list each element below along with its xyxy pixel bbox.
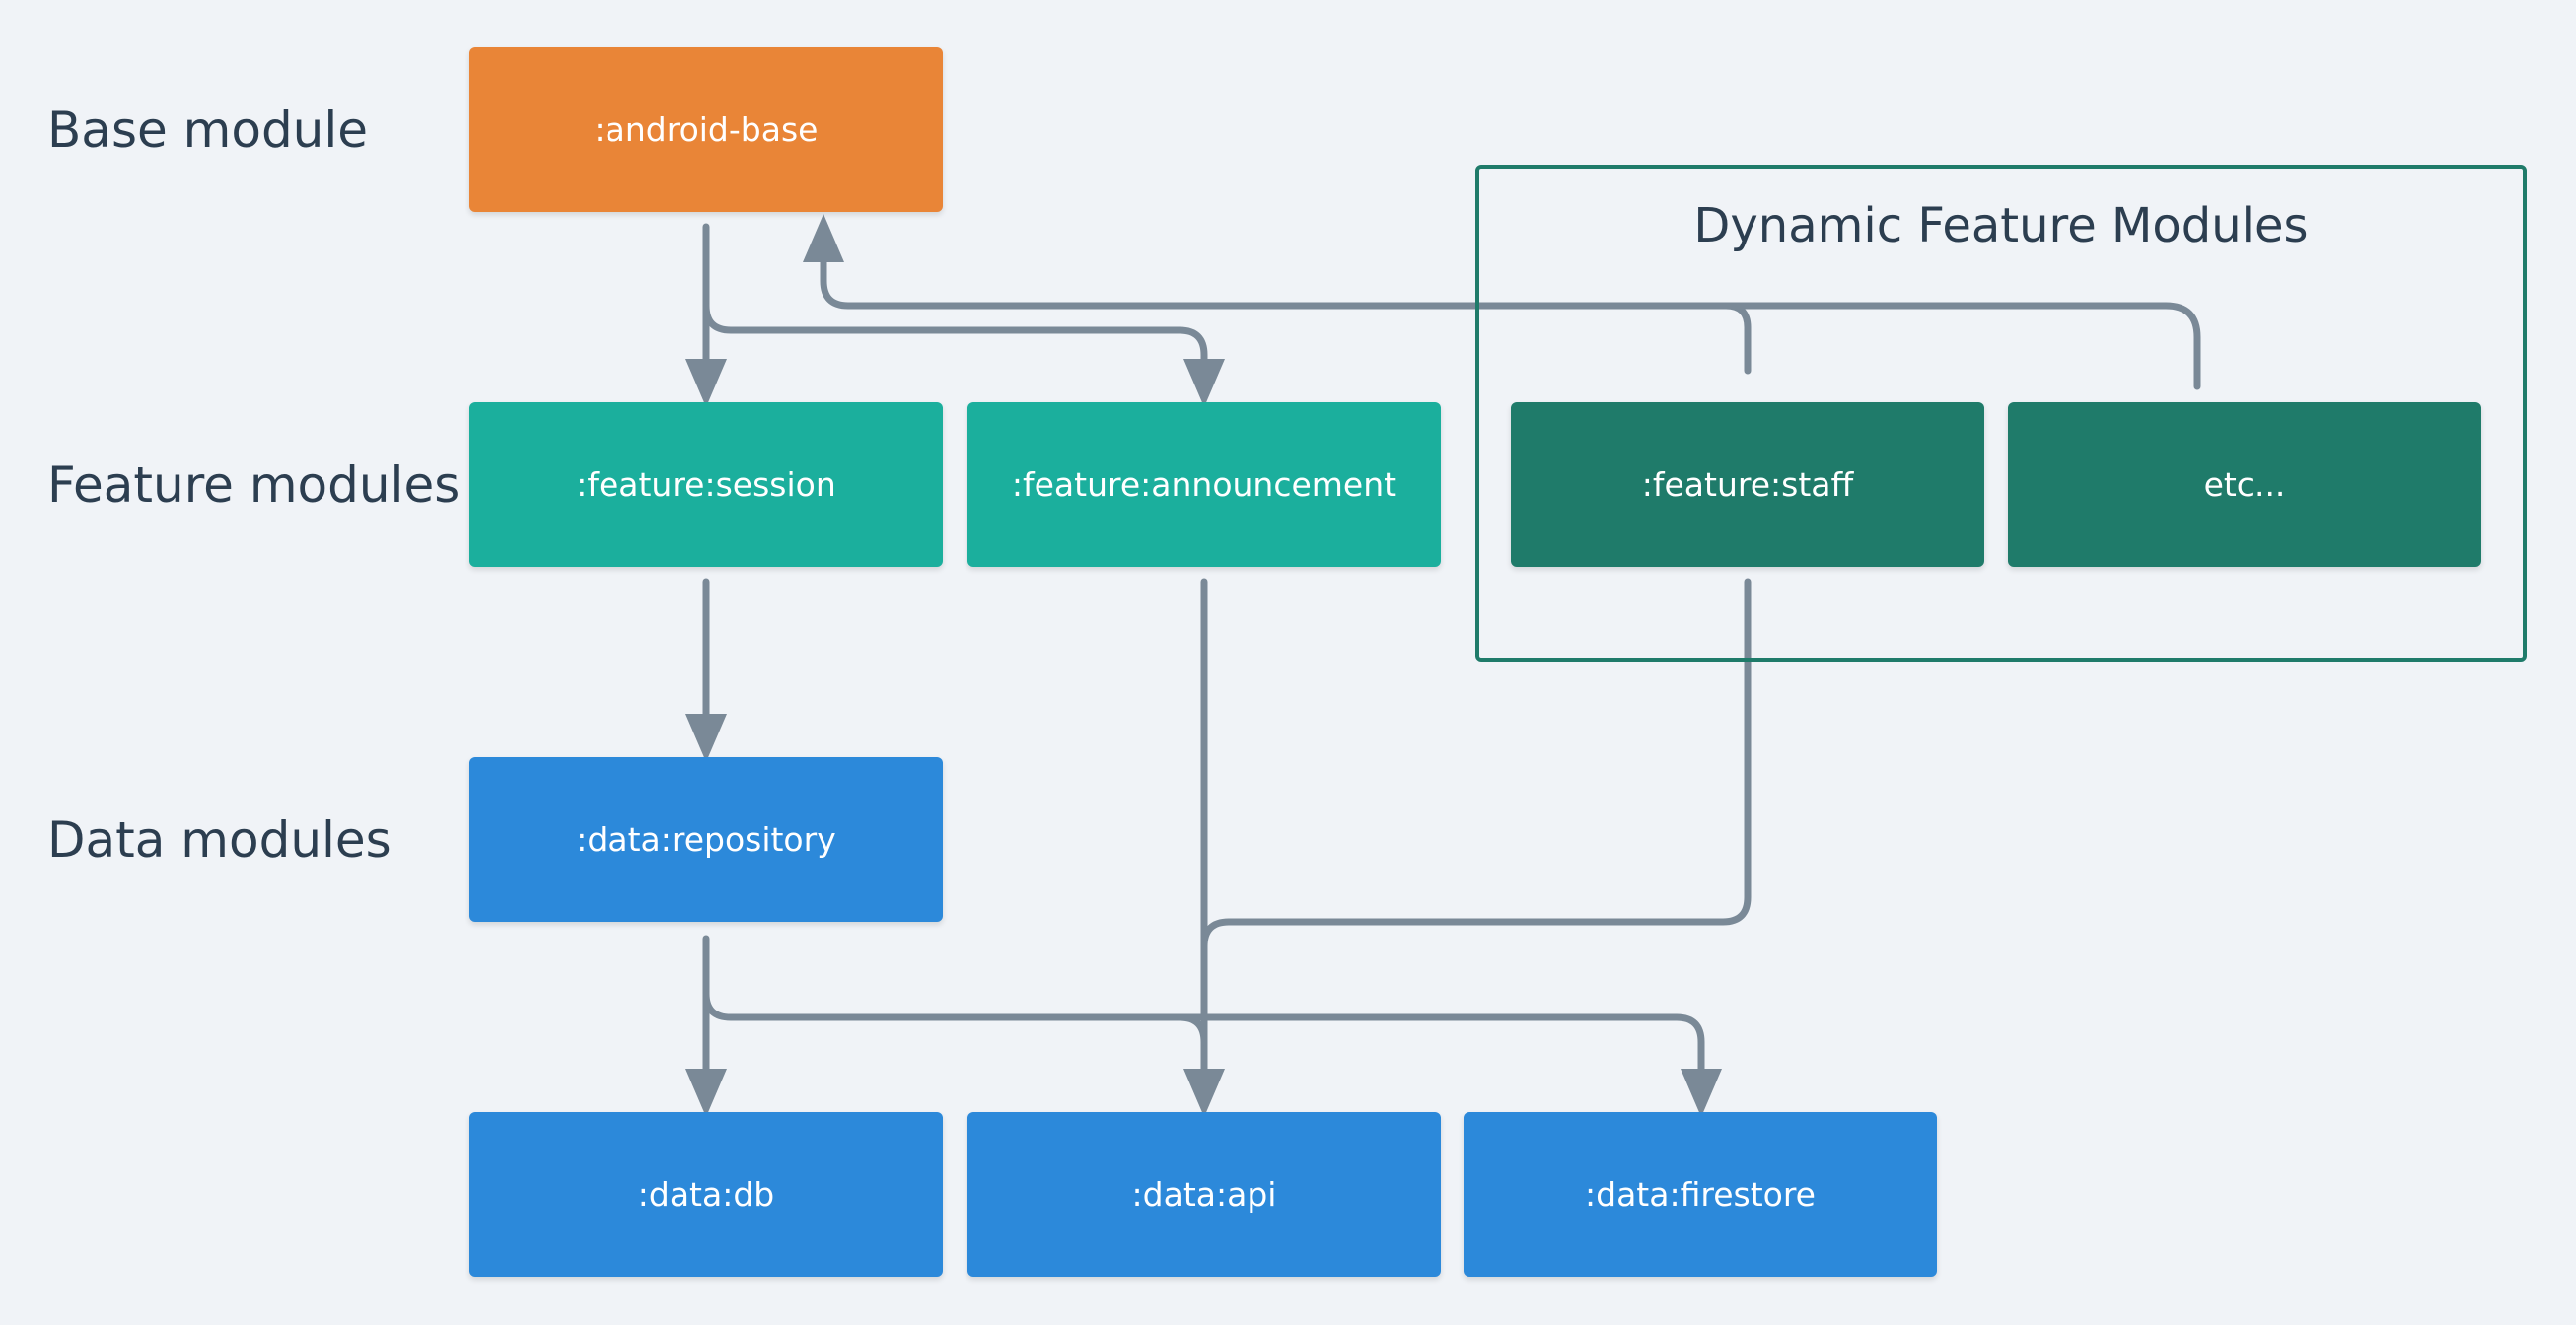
module-data-api[interactable]: :data:api [967, 1112, 1441, 1277]
dynamic-feature-modules-group: Dynamic Feature Modules [1475, 165, 2527, 662]
row-label-data: Data modules [47, 811, 392, 869]
module-etc[interactable]: etc... [2008, 402, 2481, 567]
edge-staff-to-base [803, 214, 1752, 375]
dynamic-feature-modules-title: Dynamic Feature Modules [1693, 198, 2309, 253]
edge-staff-to-api [1200, 578, 1752, 950]
module-android-base[interactable]: :android-base [469, 47, 943, 212]
module-feature-announcement[interactable]: :feature:announcement [967, 402, 1441, 567]
row-label-base: Base module [47, 102, 369, 159]
module-data-firestore[interactable]: :data:firestore [1464, 1112, 1937, 1277]
row-label-feature: Feature modules [47, 456, 461, 514]
edge-repository-to-api [702, 990, 1208, 1046]
module-feature-session[interactable]: :feature:session [469, 402, 943, 567]
edge-etc-to-base [1722, 302, 2201, 390]
edge-repository-to-firestore [1176, 1013, 1722, 1117]
module-feature-staff[interactable]: :feature:staff [1511, 402, 1984, 567]
module-data-repository[interactable]: :data:repository [469, 757, 943, 922]
edge-base-to-announcement [702, 302, 1225, 407]
module-data-db[interactable]: :data:db [469, 1112, 943, 1277]
